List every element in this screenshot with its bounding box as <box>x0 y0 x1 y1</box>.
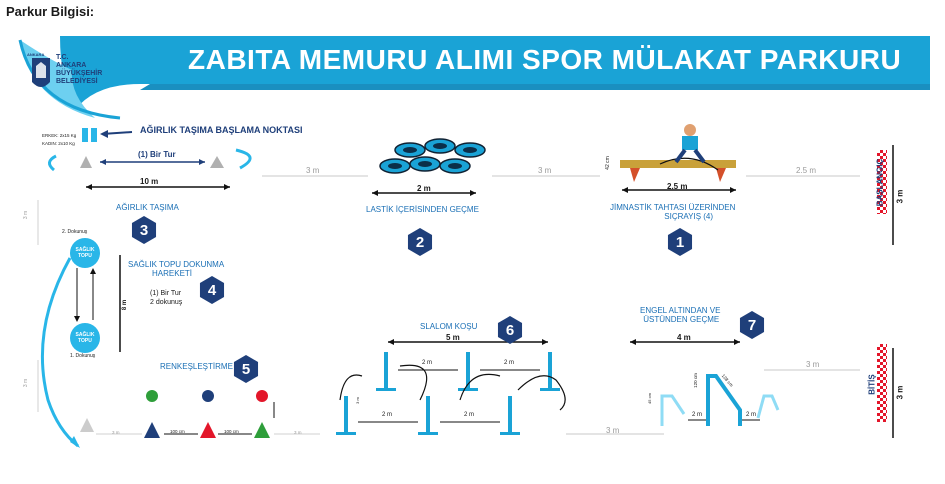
distance-d2: 3 m <box>538 166 552 175</box>
hurdle-small-height: 45 cm <box>646 393 652 404</box>
station1-label: JİMNASTİK TAHTASI ÜZERİNDEN SIÇRAYIŞ (4) <box>610 203 736 221</box>
arrowhead <box>224 184 230 190</box>
cone-end <box>210 156 224 168</box>
start-width: 3 m <box>895 189 905 204</box>
station2-badge: 2 <box>407 228 433 256</box>
banner-title: ZABITA MEMURU ALIMI SPOR MÜLAKAT PARKURU <box>188 44 902 75</box>
athlete-leg <box>693 148 706 164</box>
station1-badge: 1 <box>667 228 693 256</box>
slalom-arrow <box>399 364 428 401</box>
distance-d5: 3 m <box>806 360 820 369</box>
obstacle-gap-1: 2 m <box>692 412 703 418</box>
finish-label: BİTİŞ <box>867 374 877 395</box>
cone-gray <box>80 418 94 432</box>
cone-navy <box>144 422 160 438</box>
finish-flag <box>877 344 887 422</box>
touch-2: 2. Dokunuş <box>62 229 88 235</box>
banner-shape <box>60 36 930 110</box>
dot-green <box>146 390 158 402</box>
station5-label: RENKEŞLEŞTİRME <box>160 362 233 371</box>
tires-group <box>379 138 486 174</box>
color-gap-1: 100 cm <box>170 429 185 434</box>
athlete-body <box>682 136 698 150</box>
slalom-gap-b: 2 m <box>504 360 515 366</box>
weights-start-label: AĞIRLIK TAŞIMA BAŞLAMA NOKTASI <box>140 125 303 135</box>
slalom-length: 5 m <box>446 333 460 342</box>
distance-d4: 3 m <box>606 426 620 435</box>
bottom-gap-1: 3 m <box>112 430 120 435</box>
finish-width: 3 m <box>895 385 905 400</box>
station2-label: LASTİK İÇERİSİNDEN GEÇME <box>366 205 479 214</box>
slalom-gap-c: 2 m <box>382 412 393 418</box>
distance-d3: 2.5 m <box>796 166 817 175</box>
side-left-1: 3 m <box>23 210 30 220</box>
beam-height: 42 cm <box>604 156 611 170</box>
turn-arrow-left <box>48 154 57 172</box>
slalom-arrow <box>517 375 566 411</box>
weights-female: KADIN: 2x10 Kg <box>42 141 75 146</box>
start-label: BAŞLANGIÇ <box>875 158 885 207</box>
dot-navy <box>202 390 214 402</box>
beam-leg-right <box>716 168 726 182</box>
arrowhead <box>86 184 92 190</box>
athlete-leg <box>674 148 687 164</box>
bottom-gap-2: 3 m <box>294 430 302 435</box>
weights-distance: 10 m <box>140 177 159 186</box>
turn-arrow-right <box>235 148 252 170</box>
beam-length: 2.5 m <box>667 182 688 191</box>
banner-curve <box>18 39 121 120</box>
touch-1: 1. Dokunuş <box>70 353 96 359</box>
arrowhead <box>199 159 205 165</box>
slalom-gap-d: 2 m <box>464 412 475 418</box>
ball-touches: 2 dokunuş <box>150 299 183 306</box>
station4-label: SAĞLIK TOPU DOKUNMA HAREKETİ <box>128 260 225 278</box>
athlete-head <box>684 124 696 136</box>
cone-start <box>80 156 92 168</box>
arrowhead <box>100 159 106 165</box>
slalom-side: 3 m <box>354 397 360 404</box>
slalom-arrow <box>339 374 363 401</box>
ball-tour: (1) Bir Tur <box>150 290 182 297</box>
banner-underline <box>140 84 930 90</box>
weights-male: ERKEK: 2x15 Kg <box>42 133 77 138</box>
logo-emblem <box>36 62 46 78</box>
weight-icon-1 <box>82 128 88 142</box>
logo-top: ANKARA <box>27 52 45 57</box>
slalom-gap-a: 2 m <box>422 360 433 366</box>
station7-label: ENGEL ALTINDAN VE ÜSTÜNDEN GEÇME <box>640 306 721 324</box>
arrowhead <box>70 436 80 448</box>
station3-badge: 3 <box>131 216 157 244</box>
side-left-2: 3 m <box>23 378 30 388</box>
arrowhead <box>100 130 108 138</box>
obstacle-length: 4 m <box>677 333 691 342</box>
dot-red <box>256 390 268 402</box>
cone-red <box>200 422 216 438</box>
logo-text: T.C. ANKARA BÜYÜKŞEHİR BELEDİYESİ <box>56 54 103 85</box>
hurdle-h1: 120 cm <box>692 373 698 388</box>
weights-tour: (1) Bir Tur <box>138 150 176 159</box>
hurdle-small <box>660 394 686 426</box>
hurdle-large <box>706 374 742 426</box>
beam-leg-left <box>630 168 640 182</box>
beam <box>620 160 736 168</box>
slalom-poles <box>336 352 560 435</box>
color-gap-2: 100 cm <box>224 429 239 434</box>
health-ball-curve <box>40 257 79 448</box>
weight-icon-2 <box>91 128 97 142</box>
station3-label: AĞIRLIK TAŞIMA <box>116 203 179 212</box>
distance-d1: 3 m <box>306 166 320 175</box>
hurdle-small-right <box>756 394 780 419</box>
obstacle-gap-2: 2 m <box>746 412 757 418</box>
ball-length: 8 m <box>122 299 129 311</box>
station6-label: SLALOM KOŞU <box>420 322 478 331</box>
page-label: Parkur Bilgisi: <box>6 4 95 19</box>
tires-length: 2 m <box>417 184 431 193</box>
jump-arc <box>659 157 719 171</box>
start-flag <box>877 150 887 214</box>
slalom-arrow <box>459 373 501 401</box>
cone-green <box>254 422 270 438</box>
